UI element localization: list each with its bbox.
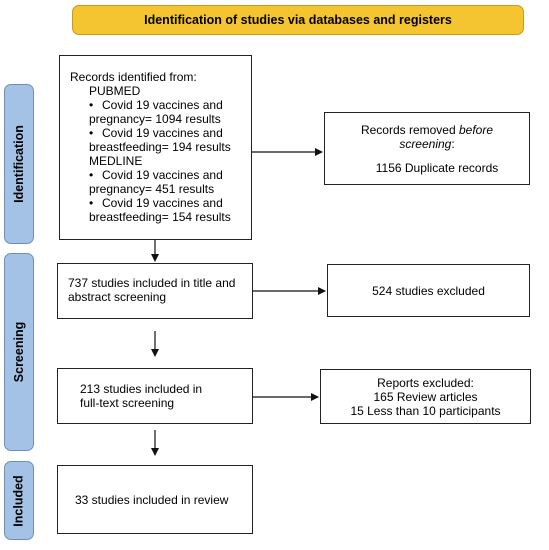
source-medline: MEDLINE — [89, 154, 143, 168]
bullet-marker: • — [89, 168, 94, 182]
medline-item-1: • Covid 19 vaccines and — [70, 168, 245, 182]
records-removed-screening: screening — [399, 136, 452, 151]
records-intro: Records identified from: — [70, 70, 197, 84]
records-removed-heading: Records removed before — [361, 123, 493, 137]
pubmed-item-1-line2: pregnancy= 1094 results — [89, 112, 221, 126]
fulltext-box: 213 studies included in full-text screen… — [57, 368, 253, 424]
header-title: Identification of studies via databases … — [144, 13, 452, 27]
medline-item-1-line1: Covid 19 vaccines and — [102, 168, 223, 182]
duplicate-records-count: 1156 Duplicate records — [375, 160, 499, 175]
reports-excluded-box: Reports excluded: 165 Review articles 15… — [320, 369, 531, 424]
records-removed-suffix: : — [451, 136, 455, 151]
excluded-studies-box: 524 studies excluded — [327, 264, 530, 317]
reports-excluded-line1: 165 Review articles — [373, 389, 478, 404]
pubmed-item-1: • Covid 19 vaccines and — [70, 98, 245, 112]
fulltext-line2: full-text screening — [80, 396, 175, 410]
header-banner: Identification of studies via databases … — [72, 5, 524, 35]
records-identified-box: Records identified from: PUBMED • Covid … — [59, 55, 252, 240]
title-abstract-line2: abstract screening — [68, 290, 167, 304]
records-removed-box: Records removed before screening: 1156 D… — [324, 112, 530, 185]
pubmed-item-1-line1: Covid 19 vaccines and — [102, 98, 223, 112]
phase-screening: Screening — [4, 253, 34, 451]
bullet-marker: • — [89, 98, 94, 112]
medline-item-1-line2: pregnancy= 451 results — [89, 182, 215, 196]
reports-excluded-title: Reports excluded: — [377, 375, 474, 390]
phase-identification: Identification — [4, 84, 34, 244]
records-removed-prefix: Records removed — [360, 122, 459, 137]
included-text: 33 studies included in review — [75, 492, 229, 507]
records-removed-line2: screening: — [399, 137, 454, 151]
bullet-marker: • — [89, 196, 94, 210]
pubmed-item-2-line1: Covid 19 vaccines and — [102, 126, 223, 140]
phase-included-label: Included — [12, 474, 26, 527]
medline-item-2: • Covid 19 vaccines and — [70, 196, 245, 210]
phase-identification-label: Identification — [12, 125, 26, 203]
medline-item-2-line2: breastfeeding= 154 results — [89, 210, 231, 224]
records-removed-emph: before — [459, 122, 494, 137]
source-pubmed: PUBMED — [89, 84, 141, 98]
bullet-marker: • — [89, 126, 94, 140]
phase-included: Included — [4, 461, 34, 540]
excluded-studies-text: 524 studies excluded — [372, 283, 485, 298]
pubmed-item-2-line2: breastfeeding= 194 results — [89, 140, 231, 154]
phase-screening-label: Screening — [12, 321, 26, 383]
medline-item-2-line1: Covid 19 vaccines and — [102, 196, 223, 210]
fulltext-line1: 213 studies included in — [80, 382, 203, 396]
included-box: 33 studies included in review — [57, 465, 253, 534]
reports-excluded-line2: 15 Less than 10 participants — [350, 403, 501, 418]
title-abstract-box: 737 studies included in title and abstra… — [57, 263, 253, 319]
title-abstract-line1: 737 studies included in title and — [68, 276, 236, 290]
pubmed-item-2: • Covid 19 vaccines and — [70, 126, 245, 140]
